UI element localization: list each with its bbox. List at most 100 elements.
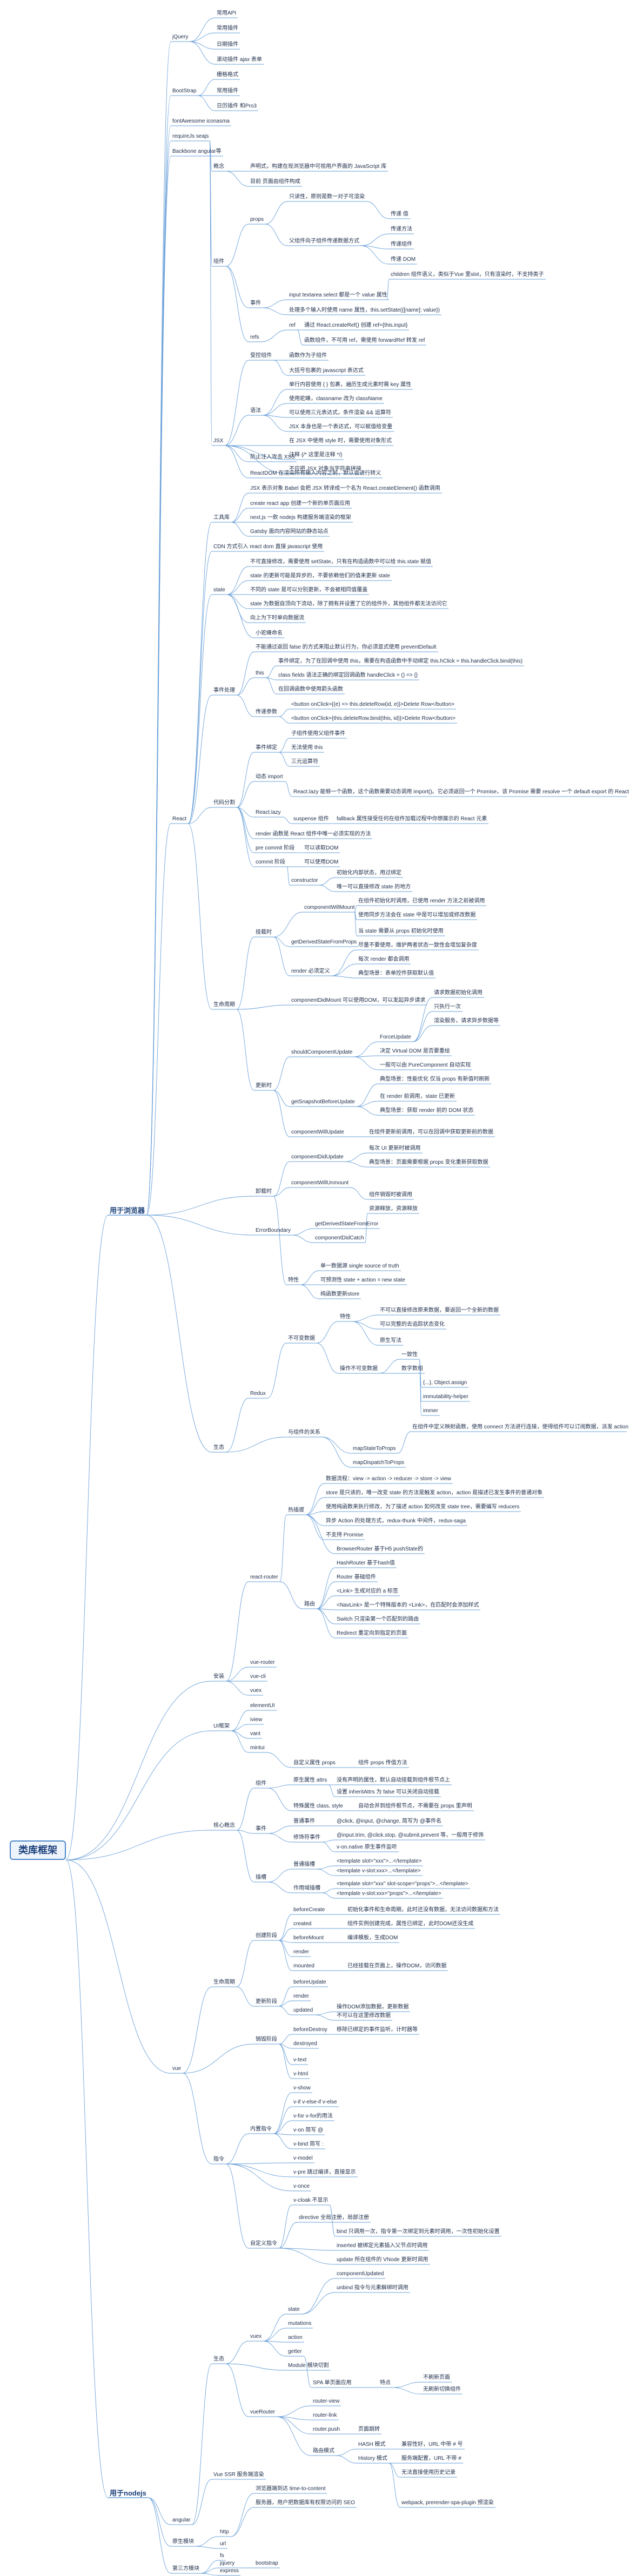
node-react-gz-2[interactable]: render 必须定义 xyxy=(291,968,330,974)
node-react-xiezai[interactable]: 卸载时 xyxy=(256,1189,272,1195)
node-react-refs-sub1[interactable]: 函数组件，不可用 ref，需使用 forwardRef 转发 ref xyxy=(304,338,425,343)
node-vue-hx-sub3[interactable]: 没有声明的属性，默认自动挂载到组件根节点上 xyxy=(337,1777,450,1783)
node-react-state-2[interactable]: 不同的 state 是可以分别更新，不会被相同值覆盖 xyxy=(250,587,368,593)
node-vue-hx-sub11[interactable]: v-on.native 原生事件监听 xyxy=(337,1844,397,1850)
node-react-zj-desc[interactable]: 目前 页面由组件构成 xyxy=(250,179,300,185)
node-react-bkb-1[interactable]: 操作不可变数据 xyxy=(340,1366,378,1372)
node-vue-vr-s0[interactable]: 特点 xyxy=(380,2380,391,2386)
node-react-bkb-t2[interactable]: immer xyxy=(423,1408,438,1414)
node-react-forms[interactable]: 受控组件 xyxy=(250,353,272,359)
node-react-error-0[interactable]: getDerivedStateFromError xyxy=(315,1221,379,1227)
node-react-sj-bind[interactable]: 事件绑定 xyxy=(256,745,277,751)
node-vue-vr-s5[interactable]: 兼容性好，URL 中带 # 号 xyxy=(401,2442,463,2447)
node-react-sm-4[interactable]: 可以使用DOM xyxy=(304,859,339,865)
node-vue-shengtai[interactable]: 生态 xyxy=(213,2356,224,2362)
node-react-refs-0[interactable]: ref xyxy=(289,322,296,328)
node-react-daima-0[interactable]: 动态 import xyxy=(256,774,283,780)
node-vue-zlb-3[interactable]: v-if v-else-if v-else xyxy=(293,2099,337,2105)
node-node-disanfang[interactable]: 第三方模块 xyxy=(172,2566,199,2572)
node-react-props-sub4[interactable]: children 组件语义，类似于Vue 里slot，只有渲染时，不支持类子 xyxy=(391,272,544,278)
node-vue-hx-sub14[interactable]: <template v-slot:xxx>...</template> xyxy=(337,1868,421,1874)
node-vue-sm-s3[interactable]: render xyxy=(293,1949,309,1955)
node-react-tx-0[interactable]: 单一数据源 single source of truth xyxy=(320,1263,399,1269)
node-vue-hx-sub5[interactable]: 特殊属性 class, style xyxy=(293,1803,343,1809)
node-react[interactable]: React xyxy=(172,816,187,822)
node-react-router[interactable]: react-router xyxy=(250,1574,278,1580)
node-react-bkb-t1[interactable]: immutability-helper xyxy=(423,1394,468,1400)
node-vue-zlc-0[interactable]: directive 全局注册，局部注册 xyxy=(299,2215,370,2221)
node-vue-vuex-0[interactable]: state xyxy=(288,2307,300,2312)
node-vue-ssr-1[interactable]: 服务器，用户把数据库有权限访问的 SEO xyxy=(256,2500,355,2506)
node-vue-sm-s14[interactable]: 操作DOM添加数据，更新数据 xyxy=(337,2004,409,2010)
node-react-props[interactable]: props xyxy=(250,217,264,222)
node-vue-vuex-4[interactable]: Module 模块切割 xyxy=(288,2363,329,2369)
node-vue-ui-3[interactable]: mintui xyxy=(250,1745,265,1751)
node-react-jsx-7[interactable]: 不应把 JSX 对象当字符串拼接 xyxy=(289,466,361,472)
node-jquery-api[interactable]: 常用API xyxy=(217,10,237,16)
node-react-sj-args[interactable]: 传递参数 xyxy=(256,709,277,715)
node-vue-hx-zj[interactable]: 组件 xyxy=(256,1781,266,1786)
node-requirejs[interactable]: requireJs seajs xyxy=(172,133,209,139)
node-vue-vr-s1[interactable]: 不刷新页面 xyxy=(423,2375,450,2381)
node-react-sm-2[interactable]: commit 阶段 xyxy=(256,859,285,865)
node-vue-hx-sub8[interactable]: 修饰符事件 xyxy=(293,1835,320,1840)
node-vue-sm-s6[interactable]: 组件实例创建完成，属性已绑定，此时DOM还没生成 xyxy=(347,1921,474,1927)
node-vue-vr-5[interactable]: HASH 模式 xyxy=(358,2442,386,2447)
node-vue-hx-sub16[interactable]: <template slot="xxx" slot-scope="props">… xyxy=(337,1881,468,1887)
node-react-gz-sub7[interactable]: 每次 render 都会调用 xyxy=(358,956,410,962)
node-react-state-0[interactable]: 不可直接修改，需要使用 setState，只有在构造函数中可以给 this.st… xyxy=(250,559,432,565)
node-react-redux[interactable]: Redux xyxy=(250,1391,266,1397)
node-bootstrap-plugins[interactable]: 常用插件 xyxy=(217,88,238,94)
node-vue-hx-sub9[interactable]: @click, @input, @change, 简写为 @事件名 xyxy=(337,1818,441,1824)
node-vue-zlb-6[interactable]: v-bind 简写 : xyxy=(293,2141,324,2147)
node-react-gainian-desc[interactable]: 声明式，构建在现浏览器中可视用户界面的 JavaScript 库 xyxy=(250,164,387,170)
node-react-jsx-2[interactable]: 使用驼峰，classname 改为 className xyxy=(289,396,383,402)
node-vue-hx-sub15[interactable]: 作用域插槽 xyxy=(293,1885,320,1891)
node-react-redux-more2[interactable]: store 是只读的，唯一改变 state 的方法是触发 action，acti… xyxy=(326,1490,543,1496)
node-react-refs[interactable]: refs xyxy=(250,334,259,340)
node-react-state-3[interactable]: state 为数据自顶向下流动，除了拥有并设置了它的组件外，其他组件都无法访问它 xyxy=(250,601,447,607)
node-vue-zlc-2[interactable]: inserted 被绑定元素插入父节点时调用 xyxy=(337,2243,428,2249)
node-vue-hx-sub1[interactable]: 组件 props 传值方法 xyxy=(358,1760,407,1766)
node-react-router-6[interactable]: Switch 只渲染第一个匹配到的路由 xyxy=(337,1616,419,1622)
node-react-gz-sub8[interactable]: 典型场景：表单控件获取默认值 xyxy=(358,970,434,976)
node-react-yzj-0[interactable]: mapStateToProps xyxy=(353,1446,396,1452)
node-vue-vuex-2[interactable]: action xyxy=(288,2335,303,2341)
node-vue-sm-s15[interactable]: 不可以在这里修改数据 xyxy=(337,2013,391,2019)
node-vue-zlb-7[interactable]: v-model xyxy=(293,2155,313,2161)
node-react-cdn[interactable]: CDN 方式引入 react dom 直接 javascript 使用 xyxy=(213,544,323,550)
node-vue-hx-sj[interactable]: 事件 xyxy=(256,1826,266,1832)
node-vue-hx-sub12[interactable]: 普通插槽 xyxy=(293,1862,315,1867)
node-react-gz-sub4[interactable]: 使用同步方法会在 state 中是可以增加或修改数据 xyxy=(358,912,476,918)
node-vue-hx-sub17[interactable]: <template v-slot:xxx="props">...</templa… xyxy=(337,1891,441,1897)
node-react-xz-1[interactable]: 组件销毁时被调用 xyxy=(369,1192,412,1198)
node-vue-zlb-8[interactable]: v-pre 跳过编译，直接显示 xyxy=(293,2169,356,2175)
node-vue-zlb-2[interactable]: v-show xyxy=(293,2085,311,2091)
node-react-xz-0[interactable]: componentWillUnmount xyxy=(291,1180,349,1186)
node-vue-sm-s1[interactable]: created xyxy=(293,1921,312,1927)
mindmap-root[interactable]: 类库框架 xyxy=(10,1840,66,1860)
node-jquery-scroll[interactable]: 滚动插件 ajax 表单 xyxy=(217,57,262,63)
node-react-gx-sub7[interactable]: 每次 UI 更新时被调用 xyxy=(369,1145,421,1151)
node-react-gx-sub1[interactable]: 决定 Virtual DOM 是否要重绘 xyxy=(380,1048,450,1054)
node-vue-sm-s16[interactable]: 移除已绑定的事件监听，计时器等 xyxy=(337,2027,418,2033)
node-react-props-item0[interactable]: 只读性，原则是数一对子可渲染 xyxy=(289,194,365,200)
node-react-jsx-more2[interactable]: JSX 表示对象 Babel 会把 JSX 转译成一个名为 React.crea… xyxy=(250,485,440,491)
node-react-events-1[interactable]: 处理多个输入时使用 name 属性，this.setState({[name]:… xyxy=(289,307,440,313)
node-react-sj-bind2[interactable]: 三元运算符 xyxy=(291,759,318,765)
node-react-gz-0[interactable]: constructor xyxy=(291,878,318,884)
node-react-gx-sub8[interactable]: 典型场景：页面需要根据 props 变化重新获取数据 xyxy=(369,1159,488,1165)
node-react-jsx-6[interactable]: 注释 {/* 这里是注释 */} xyxy=(289,452,343,458)
node-react-gongju-1[interactable]: next.js 一款 nodejs 构建服务端渲染的框架 xyxy=(250,515,351,521)
node-react-error[interactable]: ErrorBoundary xyxy=(256,1228,291,1233)
node-vue-sm-s8[interactable]: 已经挂载在页面上，操作DOM，访问数据 xyxy=(347,1963,447,1969)
branch-node[interactable]: 用于nodejs xyxy=(110,2489,146,2497)
node-vue-vuex-3[interactable]: getter xyxy=(288,2349,302,2355)
node-react-state-4[interactable]: 向上为下时单向数据流 xyxy=(250,615,304,621)
node-vue-zlb-1[interactable]: v-html xyxy=(293,2071,309,2077)
node-vue-vr-s6[interactable]: 服务端配置，URL 不带 # xyxy=(401,2456,461,2462)
node-react-redux-bkb[interactable]: 不可变数据 xyxy=(288,1336,315,1341)
node-react-gongju[interactable]: 工具库 xyxy=(213,515,230,521)
node-react-sj-args1[interactable]: <button onClick={this.deleteRow.bind(thi… xyxy=(291,716,455,721)
node-react-refs-sub0[interactable]: 通过 React.createRef() 创建 ref={this.input} xyxy=(304,322,408,328)
